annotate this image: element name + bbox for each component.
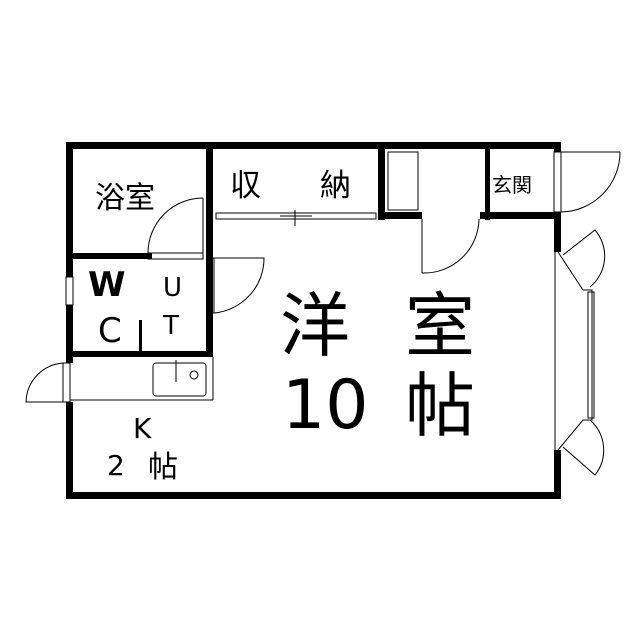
door-entrance xyxy=(553,151,621,213)
window-kitchen xyxy=(25,362,71,403)
room-label-ut-u: U xyxy=(163,273,182,303)
room-unit-kitchen: 帖 xyxy=(148,450,178,485)
room-label-entrance: 玄関 xyxy=(492,173,532,197)
room-label-storage-2: 納 xyxy=(320,168,351,204)
bay-window xyxy=(554,229,606,476)
walls xyxy=(66,142,561,499)
kitchen-counter xyxy=(70,357,214,401)
door-room xyxy=(421,218,480,274)
room-size-kitchen: 2 xyxy=(107,449,125,482)
closet-shelf xyxy=(387,151,419,211)
room-size-western: 10 xyxy=(282,366,369,445)
room-unit-western: 帖 xyxy=(405,365,475,447)
room-label-western-1: 洋 xyxy=(280,285,350,367)
room-label-wc-w: W xyxy=(88,265,126,305)
room-label-ut-t: T xyxy=(162,311,179,341)
door-wc xyxy=(208,257,265,314)
door-bath xyxy=(147,197,204,260)
sink xyxy=(152,362,207,397)
room-label-western-2: 室 xyxy=(405,285,475,367)
room-label-bath: 浴室 xyxy=(95,181,155,216)
room-label-storage-1: 収 xyxy=(230,168,261,204)
window-wc xyxy=(65,276,74,306)
room-label-wc-c: C xyxy=(98,311,122,351)
room-label-kitchen: K xyxy=(133,412,152,445)
sliding-door xyxy=(215,210,377,226)
